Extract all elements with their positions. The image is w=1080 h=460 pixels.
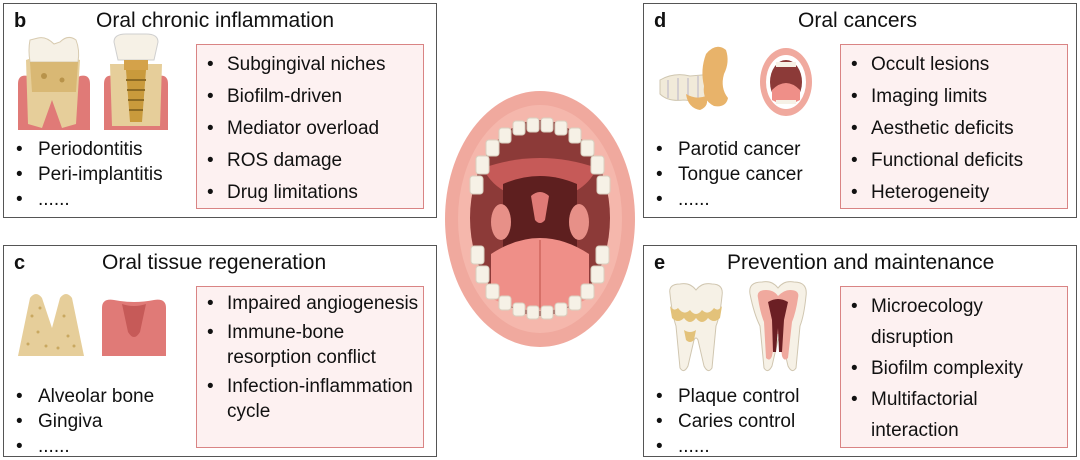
list-item: Occult lesions	[847, 49, 1067, 81]
prevention-illustration	[669, 281, 807, 372]
list-item: Gingiva	[14, 409, 154, 434]
list-item: ROS damage	[203, 145, 423, 177]
tissue-list: Alveolar bone Gingiva ......	[14, 384, 154, 459]
list-item: ......	[14, 434, 154, 459]
caries-tooth-section-icon	[749, 281, 807, 372]
panel-oral-chronic-inflammation: b Oral chronic inflammation Periodontiti…	[3, 3, 437, 218]
panel-letter: e	[654, 252, 666, 274]
list-item: Multifactorial interaction	[847, 384, 1067, 446]
list-item: ......	[654, 434, 799, 459]
list-item: Imaging limits	[847, 81, 1067, 113]
list-item: Drug limitations	[203, 177, 423, 209]
panel-title: Prevention and maintenance	[727, 251, 995, 274]
list-item: Peri-implantitis	[14, 162, 163, 187]
list-item: ......	[654, 187, 803, 212]
list-item: ......	[14, 187, 163, 212]
panel-letter: c	[14, 252, 26, 274]
list-item: Biofilm complexity	[847, 353, 1067, 384]
open-mouth-tongue-icon	[760, 48, 812, 116]
panel-title: Oral cancers	[798, 9, 918, 32]
gingiva-icon	[102, 299, 166, 356]
list-item: Aesthetic deficits	[847, 113, 1067, 145]
parotid-gland-icon	[659, 46, 728, 110]
panel-letter: d	[654, 10, 667, 32]
panel-title: Oral tissue regeneration	[102, 251, 327, 274]
list-item: Microecology disruption	[847, 291, 1067, 353]
list-item: Biofilm-driven	[203, 81, 423, 113]
tissue-illustration	[18, 294, 166, 356]
list-item: Immune-bone resorption conflict	[203, 320, 423, 370]
condition-list: Periodontitis Peri-implantitis ......	[14, 137, 163, 212]
list-item: Infection-inflammation cycle	[203, 374, 423, 424]
cancer-list: Parotid cancer Tongue cancer ......	[654, 137, 803, 212]
dental-implant-icon	[104, 33, 168, 130]
panel-title: Oral chronic inflammation	[96, 9, 335, 32]
panel-letter: b	[14, 10, 27, 32]
list-item: Plaque control	[654, 384, 799, 409]
list-item: Heterogeneity	[847, 177, 1067, 209]
list-item: Alveolar bone	[14, 384, 154, 409]
plaque-tooth-icon	[669, 283, 723, 372]
challenge-box: Microecology disruption Biofilm complexi…	[840, 286, 1068, 448]
periodontitis-illustration	[18, 33, 168, 130]
list-item: Parotid cancer	[654, 137, 803, 162]
list-item: Impaired angiogenesis	[203, 291, 423, 316]
challenge-box: Occult lesions Imaging limits Aesthetic …	[840, 44, 1068, 209]
challenge-box: Subgingival niches Biofilm-driven Mediat…	[196, 44, 424, 209]
list-item: Caries control	[654, 409, 799, 434]
open-mouth-illustration	[445, 91, 635, 347]
list-item: Periodontitis	[14, 137, 163, 162]
panel-prevention-maintenance: e Prevention and maintenance Plaque cont…	[643, 245, 1077, 459]
panel-oral-tissue-regeneration: c Oral tissue regeneration Alveolar bone…	[3, 245, 437, 459]
list-item: Functional deficits	[847, 145, 1067, 177]
cancer-illustration	[659, 46, 812, 116]
alveolar-bone-icon	[18, 294, 84, 356]
panel-oral-cancers: d Oral cancers Parotid cancer Tongue can…	[643, 3, 1077, 218]
prevention-list: Plaque control Caries control ......	[654, 384, 799, 459]
list-item: Tongue cancer	[654, 162, 803, 187]
list-item: Mediator overload	[203, 113, 423, 145]
challenge-box: Impaired angiogenesis Immune-bone resorp…	[196, 286, 424, 448]
list-item: Subgingival niches	[203, 49, 423, 81]
periodontitis-tooth-icon	[18, 36, 90, 130]
